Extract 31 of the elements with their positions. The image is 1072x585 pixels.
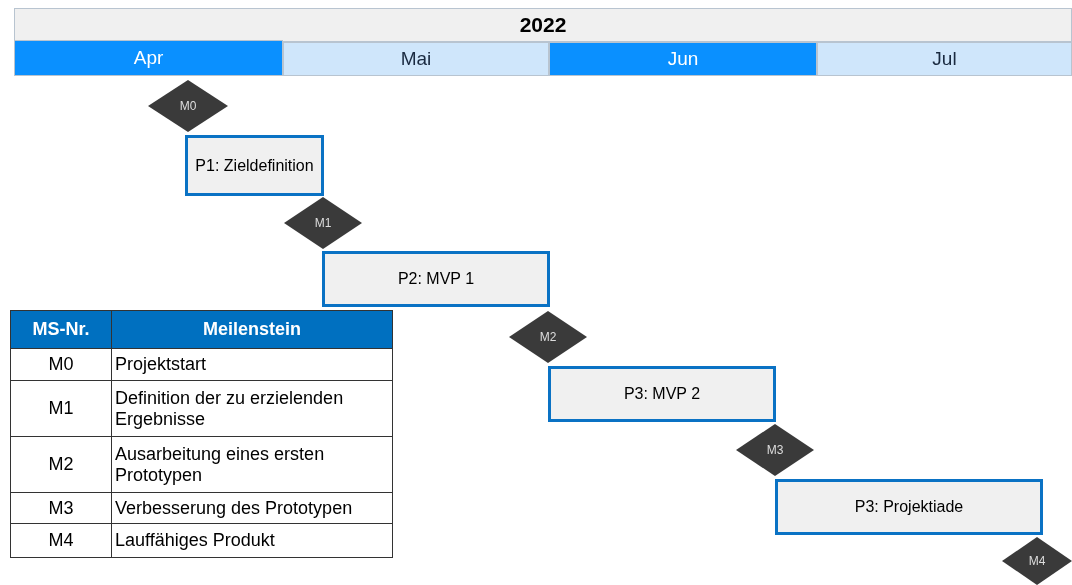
milestone-label: M2 [538, 330, 558, 344]
milestone-diamond [509, 311, 587, 363]
milestone-label: M1 [313, 216, 333, 230]
milestone-number: M1 [10, 380, 112, 437]
month-header: Jul [817, 42, 1072, 76]
milestone-label: M4 [1027, 554, 1047, 568]
milestone-diamond [148, 80, 228, 132]
milestone-number: M3 [10, 492, 112, 524]
month-header: Apr [14, 40, 283, 76]
milestone-label: M0 [178, 99, 198, 113]
phase-bar: P2: MVP 1 [322, 251, 550, 307]
column-header: Meilenstein [111, 310, 393, 349]
phase-bar: P3: MVP 2 [548, 366, 776, 422]
milestone-number: M2 [10, 436, 112, 493]
column-header: MS-Nr. [10, 310, 112, 349]
milestone-diamond [1002, 537, 1072, 585]
milestone-number: M4 [10, 523, 112, 558]
phase-bar: P1: Zieldefinition [185, 135, 324, 196]
milestone-label: M3 [765, 443, 785, 457]
milestone-description: Projektstart [111, 348, 393, 381]
month-header: Mai [283, 42, 549, 76]
phase-bar: P3: Projektiade [775, 479, 1043, 535]
milestone-description: Definition der zu erzielenden Ergebnisse [111, 380, 393, 437]
milestone-description: Lauffähiges Produkt [111, 523, 393, 558]
month-header: Jun [549, 42, 817, 76]
year-header: 2022 [14, 8, 1072, 42]
milestone-diamond [736, 424, 814, 476]
milestone-number: M0 [10, 348, 112, 381]
milestone-description: Ausarbeitung eines ersten Prototypen [111, 436, 393, 493]
milestone-description: Verbesserung des Prototypen [111, 492, 393, 524]
milestone-diamond [284, 197, 362, 249]
